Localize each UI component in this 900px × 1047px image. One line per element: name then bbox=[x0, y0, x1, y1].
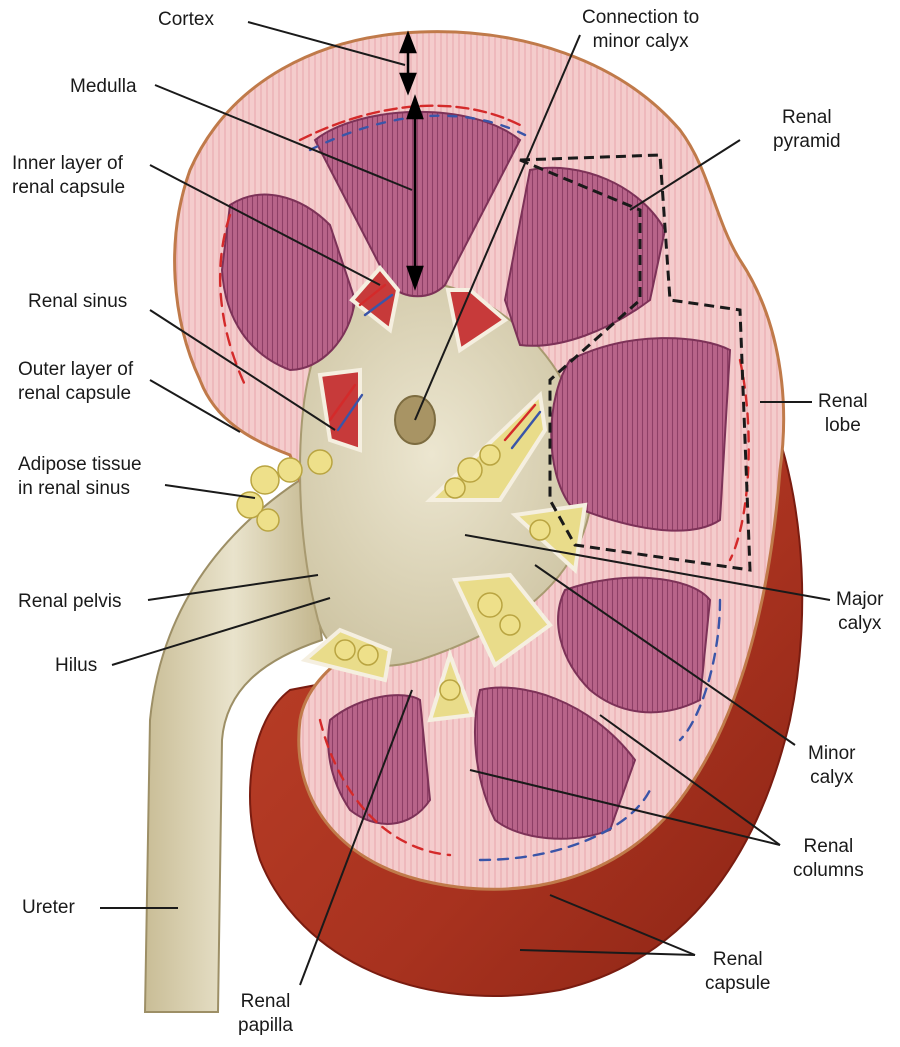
label-cortex: Cortex bbox=[158, 8, 214, 32]
label-minor-calyx: Minor calyx bbox=[808, 742, 856, 790]
label-renal-columns: Renal columns bbox=[793, 835, 864, 883]
label-renal-pyramid-line2: pyramid bbox=[773, 130, 841, 154]
label-inner-layer-of-renal-capsule: Inner layer of renal capsule bbox=[12, 152, 125, 200]
label-connection-to-minor-calyx: Connection to minor calyx bbox=[582, 6, 699, 54]
label-medulla-text: Medulla bbox=[70, 75, 137, 99]
label-ureter: Ureter bbox=[22, 896, 75, 920]
label-renal-sinus-text: Renal sinus bbox=[28, 290, 127, 314]
label-hilus-text: Hilus bbox=[55, 654, 97, 678]
label-major-calyx-line2: calyx bbox=[836, 612, 884, 636]
label-connection-line2: minor calyx bbox=[582, 30, 699, 54]
label-medulla: Medulla bbox=[70, 75, 137, 99]
label-renal-capsule-line1: Renal bbox=[705, 948, 771, 972]
label-inner-layer-line1: Inner layer of bbox=[12, 152, 125, 176]
label-outer-layer-of-renal-capsule: Outer layer of renal capsule bbox=[18, 358, 133, 406]
pyramid-right bbox=[551, 338, 730, 531]
label-renal-lobe-line1: Renal bbox=[818, 390, 868, 414]
label-renal-columns-line1: Renal bbox=[793, 835, 864, 859]
label-renal-papilla-line1: Renal bbox=[238, 990, 293, 1014]
label-renal-papilla-line2: papilla bbox=[238, 1014, 293, 1038]
label-outer-layer-line1: Outer layer of bbox=[18, 358, 133, 382]
label-cortex-text: Cortex bbox=[158, 8, 214, 32]
label-adipose-line2: in renal sinus bbox=[18, 477, 142, 501]
label-minor-calyx-line1: Minor bbox=[808, 742, 856, 766]
label-renal-pelvis-text: Renal pelvis bbox=[18, 590, 122, 614]
label-renal-lobe: Renal lobe bbox=[818, 390, 868, 438]
label-renal-pelvis: Renal pelvis bbox=[18, 590, 122, 614]
label-major-calyx: Major calyx bbox=[836, 588, 884, 636]
label-renal-lobe-line2: lobe bbox=[818, 414, 868, 438]
label-major-calyx-line1: Major bbox=[836, 588, 884, 612]
label-renal-pyramid: Renal pyramid bbox=[773, 106, 841, 154]
label-renal-pyramid-line1: Renal bbox=[773, 106, 841, 130]
label-adipose-line1: Adipose tissue bbox=[18, 453, 142, 477]
label-outer-layer-line2: renal capsule bbox=[18, 382, 133, 406]
label-hilus: Hilus bbox=[55, 654, 97, 678]
label-renal-columns-line2: columns bbox=[793, 859, 864, 883]
label-renal-capsule-line2: capsule bbox=[705, 972, 771, 996]
label-ureter-text: Ureter bbox=[22, 896, 75, 920]
label-connection-line1: Connection to bbox=[582, 6, 699, 30]
label-renal-papilla: Renal papilla bbox=[238, 990, 293, 1038]
label-minor-calyx-line2: calyx bbox=[808, 766, 856, 790]
label-adipose-tissue: Adipose tissue in renal sinus bbox=[18, 453, 142, 501]
label-renal-sinus: Renal sinus bbox=[28, 290, 127, 314]
label-renal-capsule: Renal capsule bbox=[705, 948, 771, 996]
label-inner-layer-line2: renal capsule bbox=[12, 176, 125, 200]
